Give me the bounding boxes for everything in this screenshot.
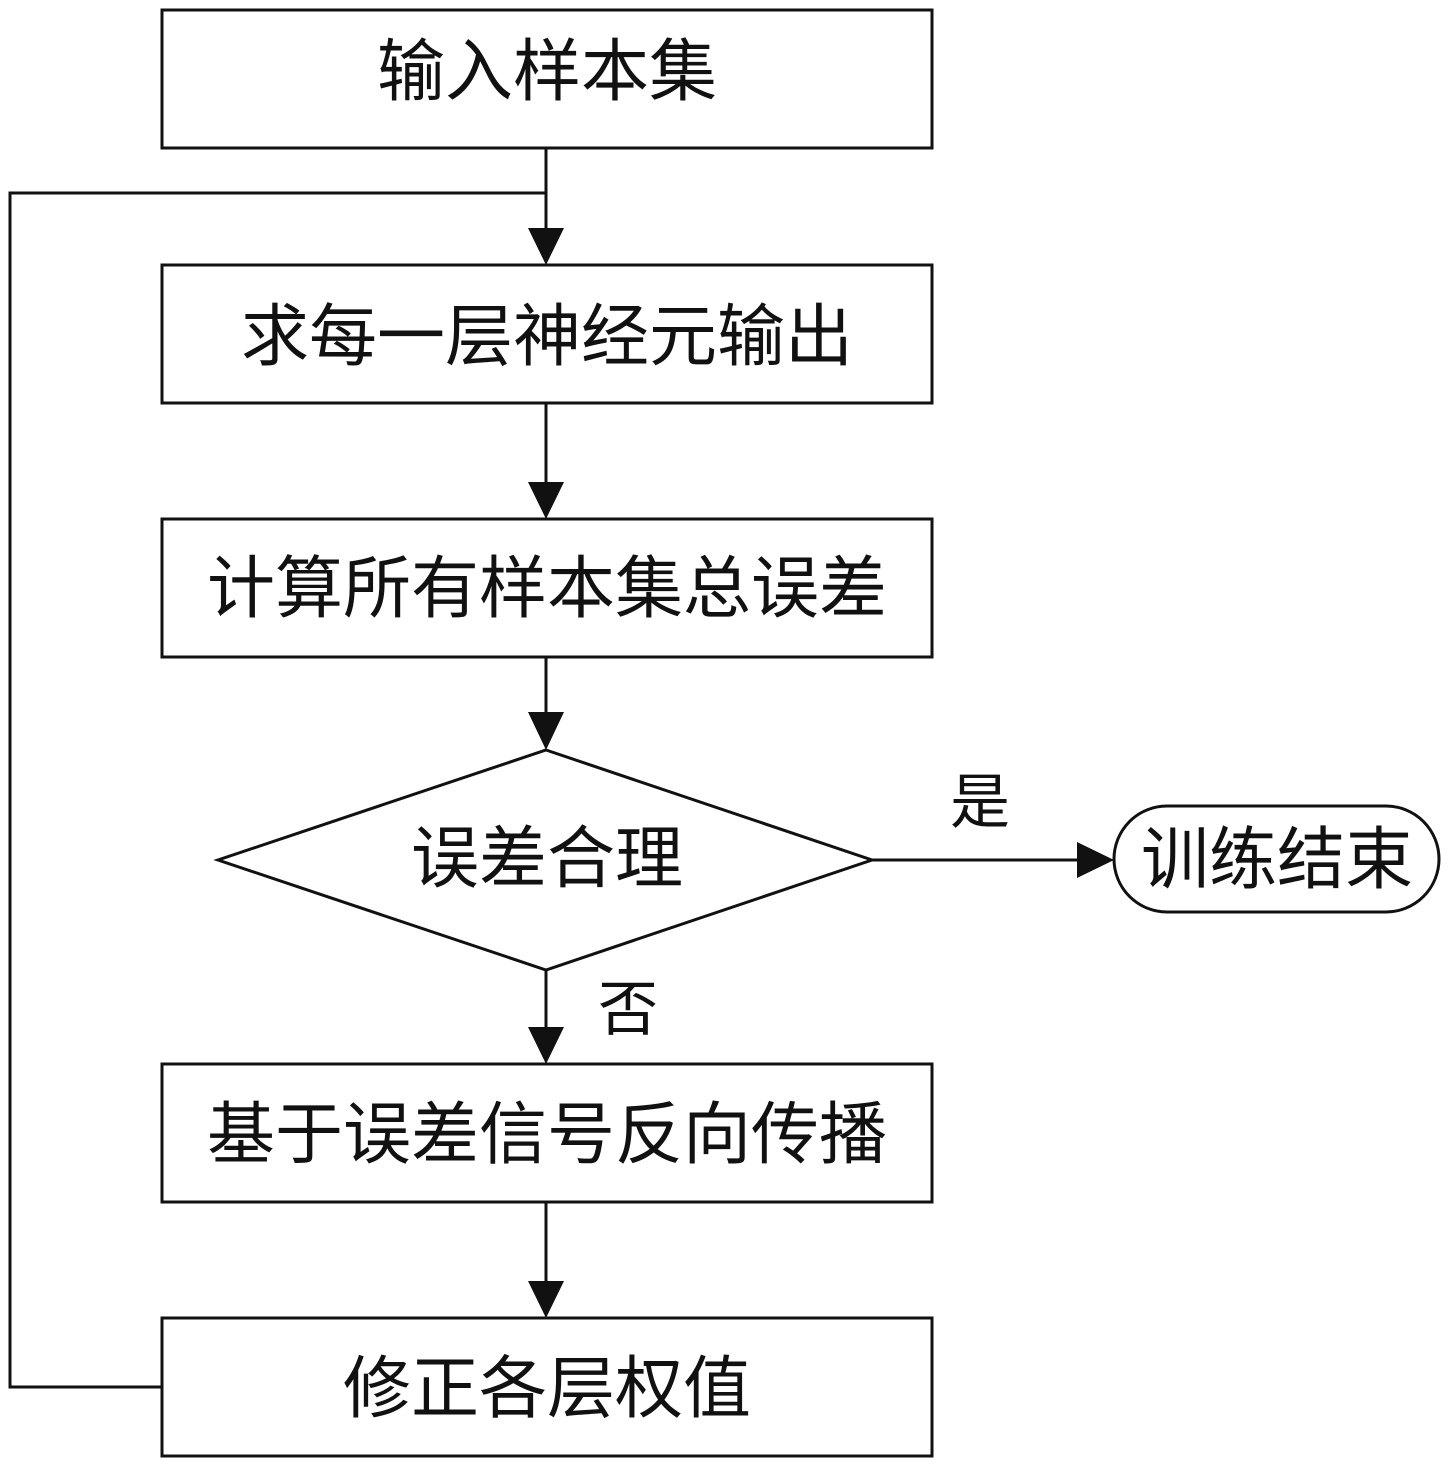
arrowhead-to-update [528,1281,564,1318]
backprop-label: 基于误差信号反向传播 [206,1096,888,1175]
arrowhead-to-end [1077,842,1114,878]
input-label: 输入样本集 [376,33,718,112]
arrowhead-to-backprop [528,1027,564,1064]
arrowhead-to-output [528,228,564,265]
arrowhead-to-error [528,482,564,519]
update-label: 修正各层权值 [342,1350,752,1429]
end-label: 训练结束 [1140,821,1414,900]
end-terminal [1112,804,1441,914]
yes-label: 是 [950,768,1010,838]
feedback-loop-line [8,191,546,1389]
arrowhead-to-decision [528,712,564,750]
compute-output-label: 求每一层神经元输出 [240,298,854,377]
decision-label: 误差合理 [410,820,684,899]
no-label: 否 [598,975,658,1045]
compute-error-label: 计算所有样本集总误差 [206,550,888,629]
